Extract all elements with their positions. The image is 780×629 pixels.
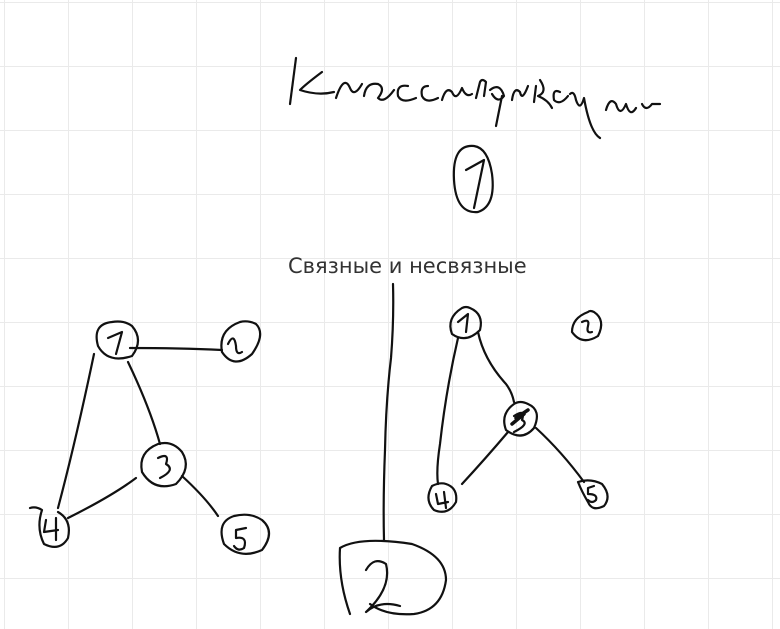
vertex-1: [95, 320, 140, 360]
vertex-4: [28, 506, 70, 549]
vertex-3-right: [503, 400, 539, 437]
handwritten-title: [288, 56, 662, 140]
vertex-2-right: [570, 309, 603, 342]
section-two-marker: [338, 539, 448, 616]
vertex-4-right: [427, 482, 458, 513]
divider-line: [382, 282, 395, 542]
vertex-2: [220, 320, 262, 363]
vertex-3: [140, 441, 187, 488]
vertex-5-right: [576, 479, 609, 510]
graph-disconnected: [427, 305, 609, 513]
graph-type-label[interactable]: Связные и несвязные: [288, 254, 527, 278]
vertex-5: [220, 513, 271, 555]
section-one-marker: [452, 144, 494, 214]
graph-connected: [28, 320, 271, 555]
vertex-1-right: [449, 305, 482, 340]
